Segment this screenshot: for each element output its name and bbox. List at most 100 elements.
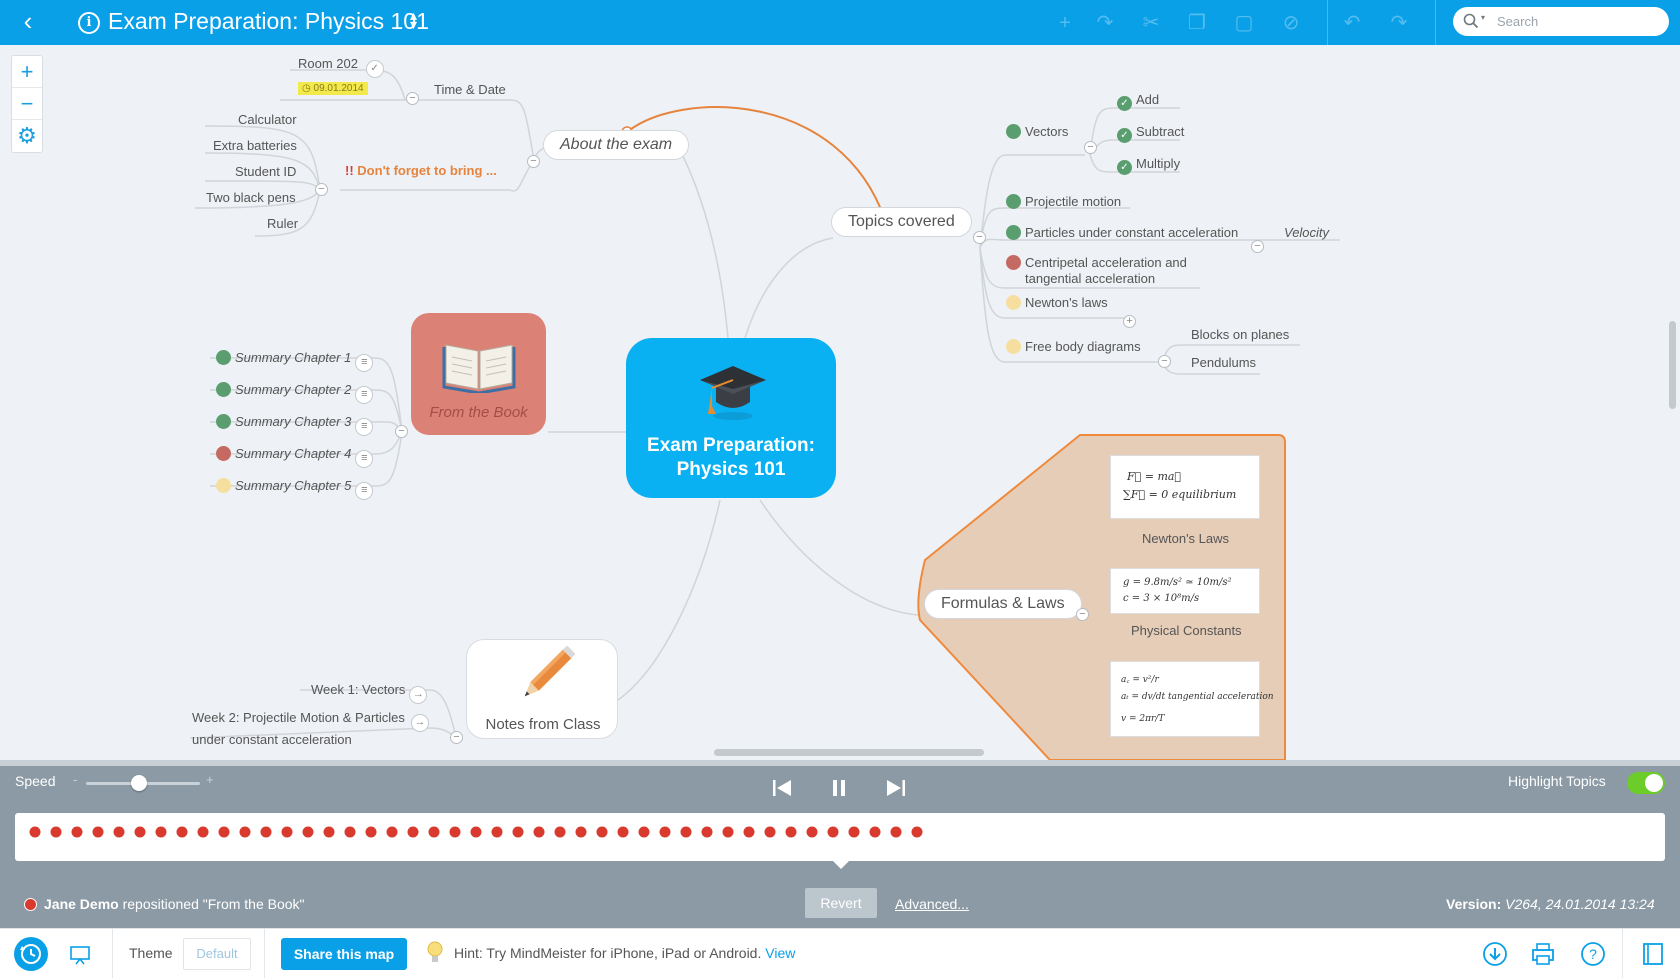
pause-icon[interactable] (827, 776, 851, 800)
vertical-scrollbar[interactable] (1669, 321, 1676, 409)
newton-formula-image[interactable]: F⃗ = ma⃗ ∑F⃗ = 0 equilibrium (1110, 455, 1260, 519)
settings-gear-icon[interactable]: ⚙ (17, 123, 37, 148)
collapse-icon[interactable]: − (406, 92, 419, 105)
timeline-event-dot[interactable] (428, 826, 440, 838)
add-topic-icon[interactable]: + (1059, 12, 1071, 34)
timeline-event-dot[interactable] (764, 826, 776, 838)
vector-op-node[interactable]: ✓Subtract (1117, 124, 1184, 143)
bring-item[interactable]: Ruler (267, 216, 299, 231)
timeline-event-dot[interactable] (155, 826, 167, 838)
search-input[interactable]: Search (1497, 14, 1539, 29)
bring-item[interactable]: Two black pens (206, 190, 296, 205)
horizontal-scrollbar[interactable] (714, 749, 984, 756)
advanced-link[interactable]: Advanced... (895, 896, 969, 912)
timeline-event-dot[interactable] (281, 826, 293, 838)
expand-icon[interactable]: + (1123, 315, 1136, 328)
back-icon[interactable]: ‹ (23, 6, 33, 36)
timeline-event-dot[interactable] (869, 826, 881, 838)
note-icon[interactable]: ≡ (355, 418, 374, 436)
timeline-event-dot[interactable] (596, 826, 608, 838)
map-title[interactable]: Exam Preparation: Physics 101 (108, 8, 429, 34)
timeline-event-dot[interactable] (512, 826, 524, 838)
collapse-icon[interactable]: − (973, 231, 986, 244)
link-arrow-icon[interactable]: → (409, 686, 428, 704)
history-mode-button[interactable] (14, 937, 48, 971)
room-node[interactable]: Room 202 ✓ (298, 56, 384, 78)
collapse-icon[interactable]: − (1084, 141, 1097, 154)
print-icon[interactable] (1530, 941, 1556, 967)
timeline-event-dot[interactable] (827, 826, 839, 838)
collapse-icon[interactable]: − (1158, 355, 1171, 368)
collapse-icon[interactable]: − (315, 183, 328, 196)
timeline-event-dot[interactable] (92, 826, 104, 838)
vector-op-node[interactable]: ✓Multiply (1117, 156, 1180, 175)
dont-forget-node[interactable]: !! Don't forget to bring ... (345, 163, 497, 178)
zoom-in-icon[interactable]: + (12, 56, 42, 88)
week2-node[interactable]: Week 2: Projectile Motion & Particles→ u… (192, 710, 429, 748)
timeline-event-dot[interactable] (50, 826, 62, 838)
notes-from-class-node[interactable]: Notes from Class (466, 639, 618, 739)
search-dropdown-icon[interactable]: ▾ (1481, 13, 1486, 22)
history-timeline[interactable] (15, 813, 1665, 861)
highlight-topics-toggle[interactable] (1627, 772, 1665, 794)
bring-item[interactable]: Student ID (235, 164, 297, 179)
timeline-event-dot[interactable] (785, 826, 797, 838)
timeline-event-dot[interactable] (722, 826, 734, 838)
theme-selector[interactable]: Default (183, 938, 251, 970)
note-icon[interactable]: ≡ (355, 386, 374, 404)
timeline-event-dot[interactable] (218, 826, 230, 838)
chapter-node[interactable]: Summary Chapter 4≡ (216, 446, 374, 468)
search-box[interactable]: ▾ Search (1453, 7, 1669, 36)
mindmap-canvas[interactable]: + − ⚙ Room 202 ✓ ◷ 09.01.2014 − Time & D… (0, 45, 1680, 760)
collapse-icon[interactable]: − (527, 155, 540, 168)
timeline-event-dot[interactable] (365, 826, 377, 838)
revert-button[interactable]: Revert (805, 888, 877, 918)
from-the-book-node[interactable]: From the Book (411, 313, 546, 435)
hint-view-link[interactable]: View (765, 945, 796, 961)
timeline-event-dot[interactable] (239, 826, 251, 838)
free-body-item[interactable]: Pendulums (1191, 355, 1257, 370)
timeline-event-dot[interactable] (113, 826, 125, 838)
timeline-event-dot[interactable] (29, 826, 41, 838)
copy-icon[interactable]: ❐ (1188, 12, 1206, 34)
newtons-node[interactable]: Newton's laws (1006, 295, 1108, 310)
velocity-node[interactable]: Velocity (1284, 225, 1330, 240)
formulas-laws-node[interactable]: Formulas & Laws (924, 589, 1082, 619)
timeline-event-dot[interactable] (449, 826, 461, 838)
speed-slider-knob[interactable] (131, 775, 147, 791)
particles-node[interactable]: Particles under constant acceleration (1006, 225, 1238, 240)
undo-icon[interactable]: ↶ (1343, 12, 1361, 34)
constants-formula-image[interactable]: g = 9.8m/s² ≃ 10m/s² c = 3 × 10⁸m/s (1110, 568, 1260, 614)
note-icon[interactable]: ≡ (355, 450, 374, 468)
cut-icon[interactable]: ✂ (1142, 12, 1160, 34)
timeline-event-dot[interactable] (407, 826, 419, 838)
week1-node[interactable]: Week 1: Vectors→ (311, 682, 428, 704)
timeline-event-dot[interactable] (134, 826, 146, 838)
chapter-node[interactable]: Summary Chapter 1≡ (216, 350, 374, 372)
timeline-event-dot[interactable] (701, 826, 713, 838)
timeline-event-dot[interactable] (470, 826, 482, 838)
sort-arrows-icon[interactable]: ▴▾ (410, 7, 418, 32)
chapter-node[interactable]: Summary Chapter 5≡ (216, 478, 374, 500)
checkmark-icon[interactable]: ✓ (365, 60, 384, 78)
time-date-node[interactable]: Time & Date (434, 82, 506, 97)
bring-item[interactable]: Calculator (238, 112, 297, 127)
sidebar-toggle-icon[interactable] (1640, 941, 1666, 967)
timeline-event-dot[interactable] (848, 826, 860, 838)
delete-icon[interactable]: ⊘ (1282, 12, 1300, 34)
chapter-node[interactable]: Summary Chapter 2≡ (216, 382, 374, 404)
topics-covered-node[interactable]: Topics covered (831, 207, 972, 237)
timeline-event-dot[interactable] (638, 826, 650, 838)
chapter-node[interactable]: Summary Chapter 3≡ (216, 414, 374, 436)
timeline-event-dot[interactable] (911, 826, 923, 838)
timeline-event-dot[interactable] (659, 826, 671, 838)
collapse-icon[interactable]: − (1076, 608, 1089, 621)
timeline-event-dot[interactable] (491, 826, 503, 838)
collapse-icon[interactable]: − (1251, 240, 1264, 253)
skip-back-icon[interactable] (770, 776, 794, 800)
centripetal-node[interactable]: Centripetal acceleration and tangential … (1006, 255, 1187, 287)
timeline-event-dot[interactable] (386, 826, 398, 838)
timeline-event-dot[interactable] (806, 826, 818, 838)
download-icon[interactable] (1482, 941, 1508, 967)
free-body-node[interactable]: Free body diagrams (1006, 339, 1141, 354)
